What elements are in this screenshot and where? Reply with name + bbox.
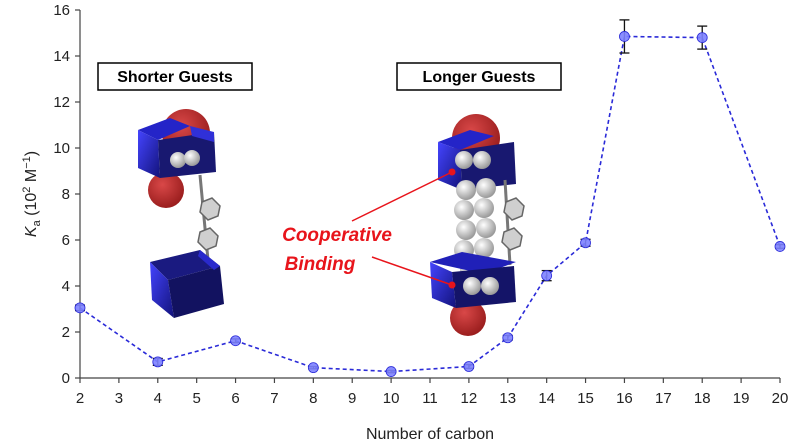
arrow-dot-bottom	[448, 281, 456, 289]
series-line	[79, 35, 781, 373]
data-point	[74, 302, 86, 314]
y-axis-title-end: )	[23, 151, 40, 156]
binding-label: Binding	[285, 254, 356, 275]
data-point	[541, 270, 553, 282]
y-tick-label: 8	[62, 186, 70, 203]
arrow-dot-top	[448, 168, 456, 176]
x-tick-label: 16	[616, 390, 633, 407]
data-series	[74, 19, 786, 377]
longer-host-molecule-top	[438, 114, 516, 190]
y-tick-label: 6	[62, 232, 70, 249]
x-tick-label: 4	[154, 390, 162, 407]
shorter-host-molecule-top	[138, 109, 216, 208]
y-axis-title-rest: (10	[23, 193, 40, 221]
shorter-guests-box: Shorter Guests	[97, 62, 253, 91]
x-tick-label: 13	[499, 390, 516, 407]
y-axis-title-sup: 2	[21, 187, 33, 193]
data-point	[774, 241, 786, 252]
y-axis-title-unit: M	[23, 169, 40, 187]
x-tick-label: 19	[733, 390, 750, 407]
y-tick-label: 4	[62, 278, 70, 295]
x-tick-label: 20	[772, 390, 789, 407]
x-tick-label: 10	[383, 390, 400, 407]
x-tick-label: 2	[76, 390, 84, 407]
x-tick-label: 9	[348, 390, 356, 407]
y-tick-label: 0	[62, 370, 70, 387]
longer-guests-box: Longer Guests	[396, 62, 562, 91]
arrow-to-top-box	[351, 171, 453, 222]
x-tick-label: 14	[538, 390, 555, 407]
shorter-guest-linker	[197, 174, 221, 261]
data-point	[619, 31, 630, 42]
data-point	[307, 362, 319, 374]
y-axis-title-sub: a	[31, 219, 43, 226]
cooperative-label: Cooperative	[282, 225, 392, 246]
x-tick-label: 12	[461, 390, 478, 407]
y-axis-title: Ka (102 M−1)	[21, 151, 43, 237]
y-tick-label: 2	[62, 324, 70, 341]
shorter-host-molecule-bottom	[150, 250, 224, 318]
cooperative-binding-annotation: Cooperative Binding	[282, 168, 456, 289]
x-ticks: 2 3 4 5 6 7 8 9 10 11 12 13 14 15 16 17 18 19 20	[76, 378, 789, 407]
data-point	[502, 332, 514, 344]
x-tick-label: 3	[115, 390, 123, 407]
y-axis-title-sup2: −1	[21, 156, 33, 169]
arrow-to-bottom-box	[371, 256, 453, 286]
y-tick-label: 10	[53, 140, 70, 157]
y-tick-label: 12	[53, 94, 70, 111]
data-point	[463, 361, 475, 372]
x-tick-label: 17	[655, 390, 672, 407]
x-tick-label: 15	[577, 390, 594, 407]
y-axis-title-k: K	[23, 225, 40, 237]
x-tick-label: 7	[270, 390, 278, 407]
y-tick-label: 14	[53, 48, 70, 65]
x-tick-label: 6	[231, 390, 239, 407]
shorter-guests-label: Shorter Guests	[117, 69, 233, 86]
y-ticks: 0 2 4 6 8 10 12 14 16	[53, 2, 80, 387]
longer-guests-label: Longer Guests	[423, 69, 536, 86]
y-tick-label: 16	[53, 2, 70, 19]
data-point	[696, 32, 708, 43]
data-point	[230, 335, 241, 347]
x-tick-label: 11	[422, 390, 438, 407]
data-point	[580, 237, 591, 249]
longer-host-molecule-bottom	[430, 252, 516, 336]
x-tick-label: 18	[694, 390, 711, 407]
x-tick-label: 8	[309, 390, 317, 407]
x-axis-title: Number of carbon	[366, 426, 494, 443]
data-point	[152, 356, 164, 368]
x-tick-label: 5	[192, 390, 200, 407]
data-point	[385, 366, 397, 377]
